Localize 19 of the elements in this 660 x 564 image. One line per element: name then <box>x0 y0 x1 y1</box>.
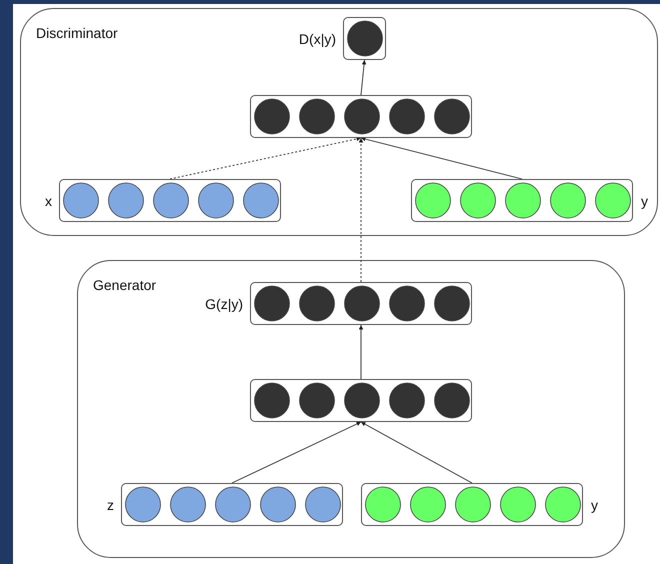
panel-heading: Generator <box>93 277 156 293</box>
layer-label: y <box>641 192 648 208</box>
neuron-layer-box <box>250 379 472 422</box>
arrow <box>360 422 472 484</box>
neuron-layer-box <box>250 95 472 138</box>
layer-label: D(x|y) <box>298 30 336 46</box>
layer-label: z <box>107 496 114 512</box>
layer-label: x <box>45 192 52 208</box>
arrow <box>232 422 362 484</box>
arrow <box>360 60 366 96</box>
layer-label: y <box>591 496 598 512</box>
panel-heading: Discriminator <box>36 25 118 41</box>
arrow <box>360 136 522 180</box>
network-panel <box>77 260 625 558</box>
network-panel <box>20 8 658 236</box>
arrow <box>170 136 362 180</box>
arrow <box>358 138 364 282</box>
layer-label: G(z|y) <box>205 296 243 312</box>
arrow <box>358 324 364 380</box>
